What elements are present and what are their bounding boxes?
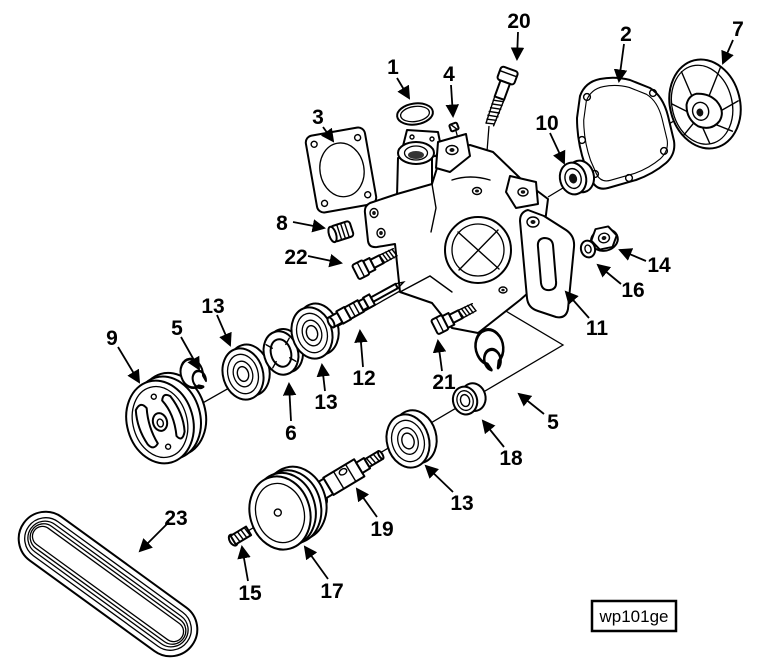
set-screw [227, 525, 253, 547]
callout-4: 4 [443, 63, 455, 86]
callout-arrows [117, 31, 734, 582]
callout-3: 3 [312, 106, 324, 129]
pump-housing [363, 129, 549, 334]
bearing-c [385, 409, 438, 469]
callout-15: 15 [238, 582, 262, 605]
callout-10: 10 [535, 112, 558, 135]
pump-shaft [326, 281, 406, 329]
drive-belt [17, 510, 199, 658]
callout-21: 21 [432, 371, 456, 394]
ribbed-plug [327, 220, 355, 244]
callout-13c: 13 [450, 492, 473, 515]
callout-8: 8 [276, 212, 288, 235]
callout-9: 9 [106, 327, 118, 350]
lock-washer [579, 239, 597, 259]
callout-17: 17 [320, 580, 343, 603]
long-bolt [485, 65, 519, 127]
callout-23: 23 [164, 507, 187, 530]
flange-nut [589, 225, 619, 252]
snap-ring-b [474, 328, 505, 372]
shaft-seal [558, 159, 596, 196]
callout-13b: 13 [314, 391, 337, 414]
figure-code-box: wp101ge [590, 599, 678, 633]
bearing-a [221, 343, 271, 401]
vent-plug [448, 121, 460, 133]
callout-20: 20 [507, 10, 530, 33]
callout-6: 6 [285, 422, 297, 445]
callout-2: 2 [620, 23, 632, 46]
callout-labels: 1 2 3 4 5 5 6 7 8 9 10 11 12 13 13 13 14… [106, 10, 744, 605]
callout-14: 14 [647, 254, 671, 277]
callout-22: 22 [284, 246, 307, 269]
callout-12: 12 [352, 367, 375, 390]
rear-pulley [125, 371, 208, 465]
callout-16: 16 [621, 279, 644, 302]
callout-5b: 5 [547, 411, 559, 434]
bearing-b [290, 302, 340, 360]
callout-13a: 13 [201, 295, 224, 318]
hex-bolt-21 [430, 302, 477, 335]
callout-7: 7 [732, 18, 744, 41]
callout-1: 1 [387, 56, 399, 79]
hex-bolt-22 [351, 247, 398, 280]
mounting-bracket [519, 209, 576, 319]
o-ring [396, 102, 434, 126]
spacer-bushing [451, 382, 487, 416]
impeller [668, 58, 742, 150]
callout-19: 19 [370, 518, 393, 541]
cover-gasket [304, 126, 378, 214]
callout-18: 18 [499, 447, 523, 470]
callout-11: 11 [586, 317, 609, 340]
callout-5a: 5 [171, 317, 183, 340]
figure-code-label: wp101ge [598, 607, 668, 626]
front-pulley [248, 465, 328, 551]
pump-gasket [576, 76, 676, 190]
